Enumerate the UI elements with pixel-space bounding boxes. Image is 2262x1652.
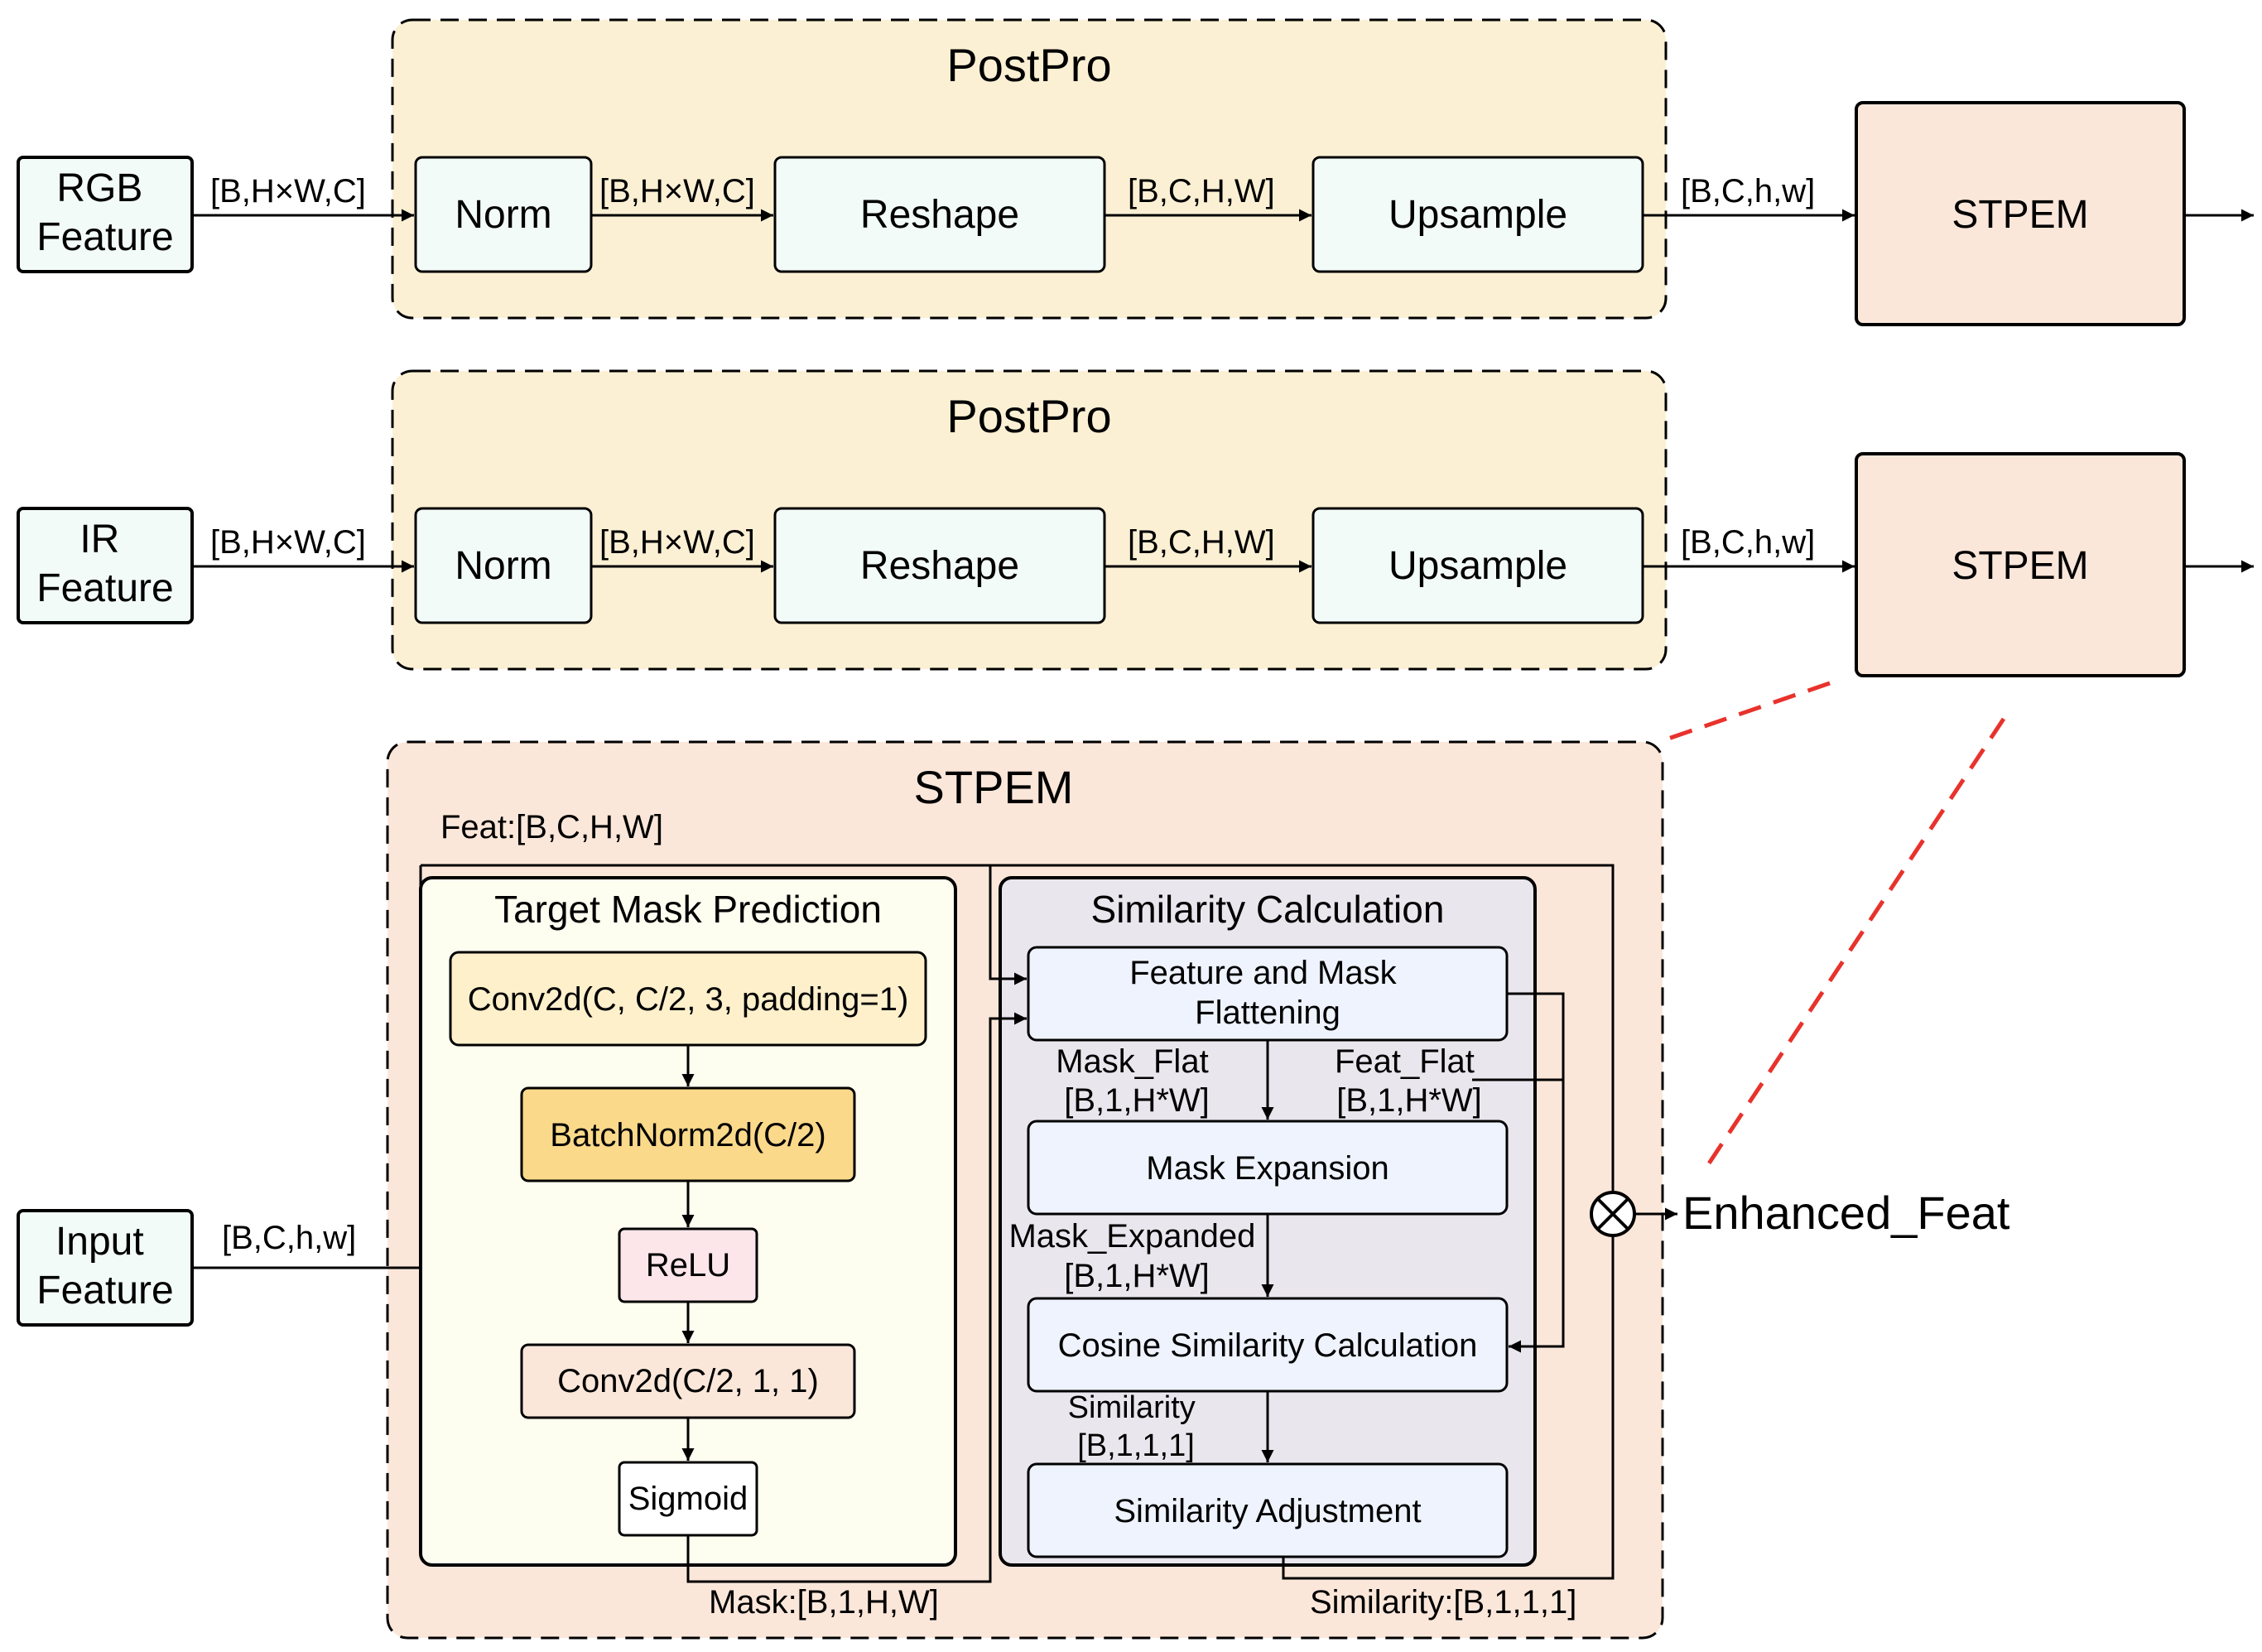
feat-flat-label-2: [B,1,H*W]	[1336, 1082, 1482, 1119]
mask-to-flatten-line	[686, 1012, 1027, 1583]
similarity-adjust-node	[1027, 1462, 1509, 1558]
similarity-mid-label-2: [B,1,1,1]	[1077, 1428, 1195, 1463]
feat-flat-label: Feat_Flat [B,1,H*W]	[1335, 1043, 1484, 1119]
stpem-label-ir: STPEM	[1952, 544, 2088, 588]
rgb-feature-label: RGB Feature	[36, 166, 173, 259]
input-feature-label-2: Feature	[36, 1269, 173, 1312]
rgb-feature-label-2: Feature	[36, 215, 173, 259]
edge-label-rgb-norm: [B,H×W,C]	[599, 173, 755, 210]
mask-expanded-label: Mask_Expanded [B,1,H*W]	[1008, 1218, 1264, 1294]
ir-feature-label-2: Feature	[36, 566, 173, 610]
rgb-feature-label-1: RGB	[56, 166, 142, 210]
stpem-detail: STPEM Feat:[B,C,H,W] Input Feature [B,C,…	[17, 740, 2010, 1640]
stpem-node-rgb	[1855, 101, 2186, 326]
edge-label-rgb-reshape: [B,C,H,W]	[1128, 173, 1275, 210]
edge-label-input: [B,C,h,w]	[222, 1220, 356, 1256]
adjust-to-multiply-line	[1282, 1235, 1615, 1580]
ir-row: PostPro IR Feature [B,H×W,C] Norm [B,H×W…	[17, 369, 2254, 677]
relu-label: ReLU	[646, 1247, 730, 1284]
feat-edge-label: Feat:[B,C,H,W]	[440, 809, 663, 845]
zoom-line-right	[1705, 717, 2006, 1168]
input-feature-label: Input Feature	[36, 1220, 173, 1312]
mask-expanded-label-2: [B,1,H*W]	[1064, 1258, 1210, 1294]
stpem-node-ir	[1855, 452, 2186, 677]
rgb-row: PostPro RGB Feature [B,H×W,C] Norm [B,H×…	[17, 18, 2254, 326]
conv2-label: Conv2d(C/2, 1, 1)	[557, 1363, 819, 1399]
input-to-tmp-line	[192, 865, 422, 1269]
enhanced-feat-label: Enhanced_Feat	[1682, 1187, 2010, 1239]
reshape-label-rgb: Reshape	[860, 193, 1019, 237]
similarity-adjust-label: Similarity Adjustment	[1114, 1493, 1421, 1529]
cosine-label: Cosine Similarity Calculation	[1058, 1327, 1478, 1364]
edge-label-ir-norm: [B,H×W,C]	[599, 524, 755, 561]
similarity-title: Similarity Calculation	[1091, 888, 1445, 931]
similarity-edge-label: Similarity:[B,1,1,1]	[1310, 1584, 1576, 1621]
similarity-mid-label-1: Similarity	[1068, 1390, 1196, 1425]
norm-label-ir: Norm	[455, 544, 551, 588]
norm-label-rgb: Norm	[455, 193, 551, 237]
ir-feature-label-1: IR	[79, 518, 119, 561]
postpro-title-ir: PostPro	[946, 390, 1111, 442]
flatten-label-1: Feature and Mask	[1129, 955, 1397, 991]
zoom-line-left	[1665, 681, 1831, 742]
upsample-label-rgb: Upsample	[1388, 193, 1567, 237]
edge-label-ir-in: [B,H×W,C]	[210, 524, 366, 561]
edge-label-rgb-in: [B,H×W,C]	[210, 173, 366, 210]
conv1-label: Conv2d(C, C/2, 3, padding=1)	[468, 981, 909, 1018]
mask-edge-label: Mask:[B,1,H,W]	[709, 1584, 939, 1621]
postpro-title-rgb: PostPro	[946, 39, 1111, 91]
mask-flat-label-2: [B,1,H*W]	[1064, 1082, 1210, 1119]
flatten-label-2: Flattening	[1195, 995, 1340, 1031]
stpem-detail-title: STPEM	[914, 761, 1074, 813]
stpem-label-rgb: STPEM	[1952, 193, 2088, 237]
mask-expanded-label-1: Mask_Expanded	[1008, 1218, 1255, 1255]
sigmoid-label: Sigmoid	[628, 1481, 748, 1517]
flatten-label: Feature and Mask Flattening	[1129, 955, 1406, 1031]
feat-to-flatten-line	[989, 865, 1027, 985]
reshape-label-ir: Reshape	[860, 544, 1019, 588]
mask-expansion-label: Mask Expansion	[1146, 1150, 1388, 1187]
edge-label-rgb-out: [B,C,h,w]	[1681, 173, 1815, 210]
flatten-to-cosine-line	[1507, 992, 1565, 1353]
edge-label-ir-reshape: [B,C,H,W]	[1128, 524, 1275, 561]
batchnorm-label: BatchNorm2d(C/2)	[550, 1117, 825, 1154]
input-feature-label-1: Input	[55, 1220, 144, 1264]
mask-flat-label-1: Mask_Flat	[1056, 1043, 1209, 1080]
edge-label-ir-out: [B,C,h,w]	[1681, 524, 1815, 561]
target-mask-title: Target Mask Prediction	[494, 888, 882, 931]
ir-feature-label: IR Feature	[36, 518, 173, 610]
mask-flat-label: Mask_Flat [B,1,H*W]	[1056, 1043, 1218, 1119]
similarity-mid-label: Similarity [B,1,1,1]	[1068, 1390, 1205, 1463]
multiply-icon	[1590, 1191, 1636, 1237]
upsample-label-ir: Upsample	[1388, 544, 1567, 588]
feat-flat-label-1: Feat_Flat	[1335, 1043, 1475, 1080]
